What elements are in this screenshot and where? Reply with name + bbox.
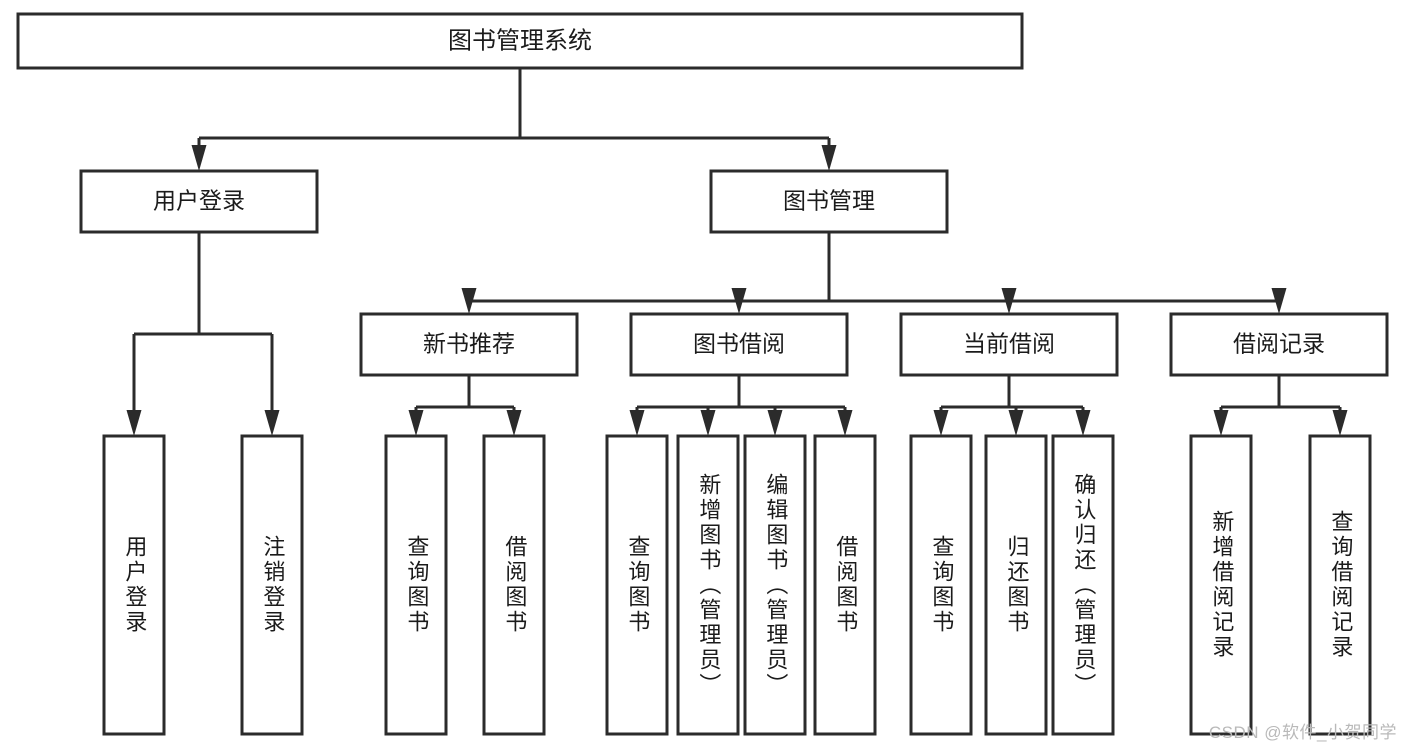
leaf-box-leaf-borrow-book-1[interactable] xyxy=(482,434,546,736)
leaf-box-leaf-query-record[interactable] xyxy=(1308,434,1372,736)
connector-group-book-manage-to-level3 xyxy=(461,232,1287,314)
arrowhead-icon xyxy=(408,410,424,436)
arrowhead-icon xyxy=(821,145,837,171)
connector-group-user-login-to-leaves xyxy=(126,232,280,436)
connector-group-new-book-rec-to-leaves xyxy=(408,375,522,436)
arrowhead-icon xyxy=(933,410,949,436)
leaf-box-leaf-query-book-1[interactable] xyxy=(384,434,448,736)
leaf-box-leaf-add-book[interactable] xyxy=(676,434,740,736)
node-box-user-login[interactable] xyxy=(79,169,319,234)
node-label-current-borrow: 当前借阅 xyxy=(963,331,1055,357)
arrowhead-icon xyxy=(700,410,716,436)
arrowhead-icon xyxy=(629,410,645,436)
leaf-box-leaf-logout[interactable] xyxy=(240,434,304,736)
node-label-book-manage: 图书管理 xyxy=(783,188,875,214)
arrowhead-icon xyxy=(1213,410,1229,436)
arrowhead-icon xyxy=(264,410,280,436)
arrowhead-icon xyxy=(191,145,207,171)
node-label-book-borrow: 图书借阅 xyxy=(693,331,785,357)
leaf-box-leaf-user-login[interactable] xyxy=(102,434,166,736)
arrowhead-icon xyxy=(767,410,783,436)
arrowhead-icon xyxy=(837,410,853,436)
leaf-box-leaf-add-record[interactable] xyxy=(1189,434,1253,736)
connectors-layer xyxy=(126,68,1348,436)
leaf-box-leaf-borrow-book-2[interactable] xyxy=(813,434,877,736)
connector-group-current-borrow-to-leaves xyxy=(933,375,1091,436)
node-box-borrow-record[interactable] xyxy=(1169,312,1389,377)
leaf-box-leaf-confirm-return[interactable] xyxy=(1051,434,1115,736)
arrowhead-icon xyxy=(1001,288,1017,314)
node-box-new-book-rec[interactable] xyxy=(359,312,579,377)
connector-group-borrow-record-to-leaves xyxy=(1213,375,1348,436)
arrowhead-icon xyxy=(731,288,747,314)
watermark: CSDN @软件_小贺同学 xyxy=(1208,723,1397,742)
node-label-user-login: 用户登录 xyxy=(153,188,245,214)
node-label-new-book-rec: 新书推荐 xyxy=(423,331,515,357)
node-label-borrow-record: 借阅记录 xyxy=(1233,331,1325,357)
leaf-box-leaf-return-book[interactable] xyxy=(984,434,1048,736)
arrowhead-icon xyxy=(126,410,142,436)
arrowhead-icon xyxy=(506,410,522,436)
connector-group-root-to-level2 xyxy=(191,68,837,171)
arrowhead-icon xyxy=(1075,410,1091,436)
leaf-box-leaf-query-book-2[interactable] xyxy=(605,434,669,736)
arrowhead-icon xyxy=(1271,288,1287,314)
node-box-book-borrow[interactable] xyxy=(629,312,849,377)
connector-group-book-borrow-to-leaves xyxy=(629,375,853,436)
arrowhead-icon xyxy=(461,288,477,314)
leaf-box-leaf-query-book-3[interactable] xyxy=(909,434,973,736)
node-box-root[interactable] xyxy=(16,12,1024,70)
node-box-current-borrow[interactable] xyxy=(899,312,1119,377)
node-box-book-manage[interactable] xyxy=(709,169,949,234)
boxes-layer xyxy=(16,12,1389,736)
arrowhead-icon xyxy=(1332,410,1348,436)
arrowhead-icon xyxy=(1008,410,1024,436)
node-label-root: 图书管理系统 xyxy=(448,27,592,54)
leaf-box-leaf-edit-book[interactable] xyxy=(743,434,807,736)
